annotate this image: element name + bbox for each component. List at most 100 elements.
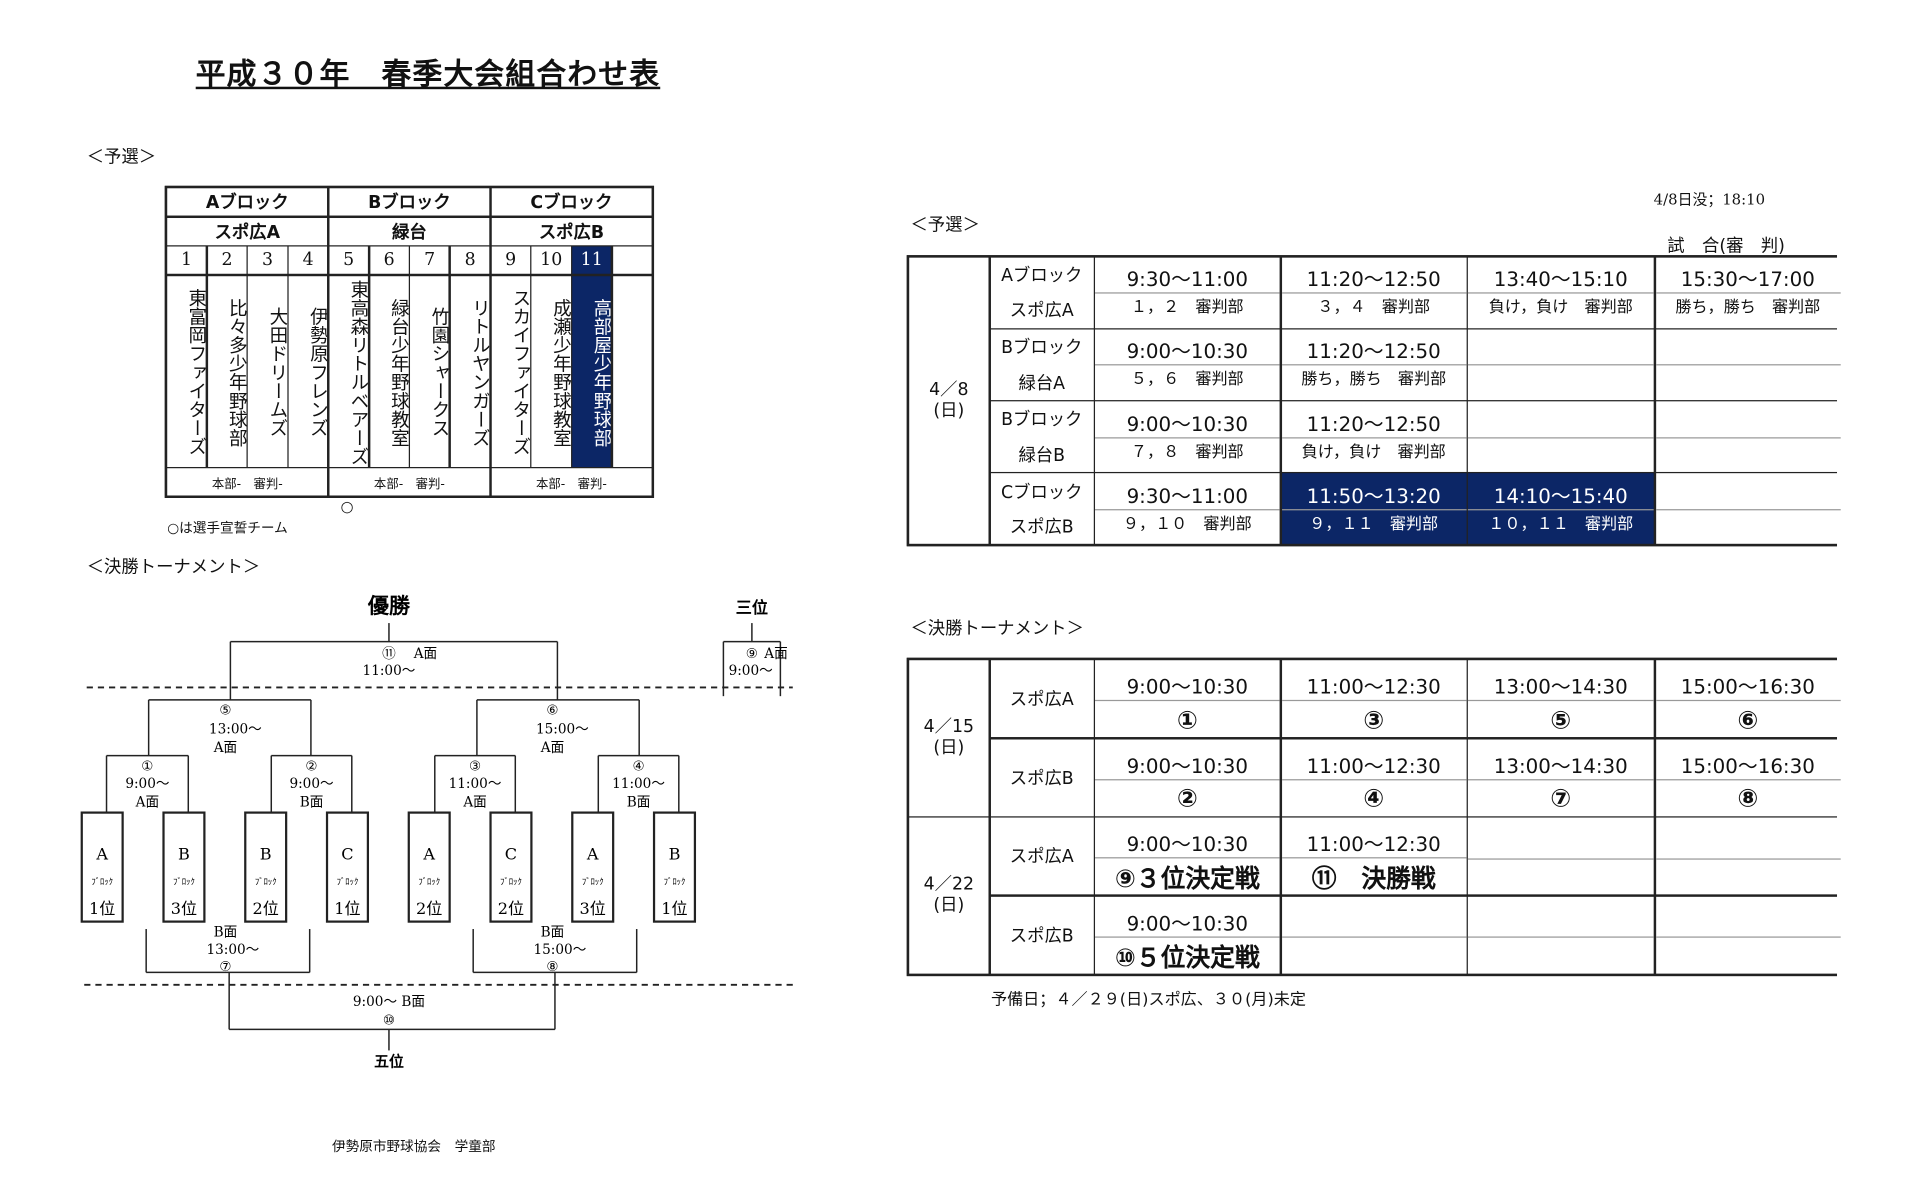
match-10-time: 9:00～ B面 [353,994,425,1010]
seed-block: B [260,845,272,864]
slot-match: ５，６ 審判部 [1130,370,1244,390]
slot-time: 15:00～16:30 [1655,739,1841,781]
slot-match: 負け，負け 審判部 [1488,298,1633,318]
m2-court: B面 [300,794,324,810]
schedule-slot [1655,817,1841,895]
slot-time: 9:00～10:30 [1095,402,1280,438]
team-name: スカイファイターズ [491,275,531,467]
slot-match: ③ [1363,704,1385,735]
match-date: 4／22(日) [909,817,989,974]
slot-match: ⑤ [1550,704,1572,735]
third-place-label: 三位 [736,598,768,617]
match-11-court: A面 [413,646,437,662]
day-text: (日) [933,738,965,758]
venue-name: 緑台B [1018,445,1066,466]
reserve-day-note: 予備日；４／２９(日)スポ広、３０(月)未定 [990,990,1306,1010]
slot-time [1655,474,1841,510]
schedule-slot [1281,896,1467,974]
team-name: 大田ドリームズ [248,275,287,467]
block-cell: Aブロックスポ広A [990,257,1094,328]
m5-time: 13:00～ [209,721,262,737]
slot-time [1467,402,1654,438]
slot-match: ⑨３位決定戦 [1114,863,1260,894]
champion-label: 優勝 [367,593,411,618]
m6-time: 15:00～ [536,721,589,737]
slot-time [1281,897,1467,938]
slot-match: ３，４ 審判部 [1317,298,1431,318]
slot-match: 勝ち，勝ち 審判部 [1675,298,1821,318]
block-footer: 本部- 審判- [167,468,328,496]
block-venue: スポ広A [167,217,328,245]
m3-number: ③ [469,758,481,774]
m1-number: ① [141,758,153,774]
block-name: Aブロック [1001,266,1083,287]
schedule-slot [1655,473,1841,544]
slot-match: ① [1176,704,1198,735]
m6-number: ⑥ [546,703,558,719]
seed-block-suffix: ﾌﾞﾛｯｸ [664,875,686,887]
date-text: 4／15 [923,717,975,738]
slot-match: ④ [1363,783,1385,814]
date-text: 4／8 [929,379,969,400]
team-number [612,246,652,274]
seed-box [407,811,451,923]
sunset-note: 4/8日没；18:10 [1653,190,1766,209]
venue-name: スポ広A [990,817,1094,895]
venue-name: スポ広B [990,896,1094,974]
slot-match [1468,366,1654,400]
venue-name: 緑台A [1018,373,1066,394]
block-name: Bブロック [1001,410,1083,431]
seed-block: A [95,845,108,864]
block-header: Bブロック [329,188,490,216]
slot-match [1468,438,1654,472]
seed-rank: 1位 [89,899,115,918]
slot-match: １０，１１ 審判部 [1488,514,1634,534]
seed-box [162,811,206,923]
seed-block: A [422,845,435,864]
seed-block-suffix: ﾌﾞﾛｯｸ [91,875,113,887]
venue-name: スポ広B [1009,517,1074,538]
team-name: 緑台少年野球教室 [369,275,409,467]
slot-time: 11:00～12:30 [1281,660,1467,702]
m7-time: 13:00～ [206,942,259,958]
slot-time: 9:00～10:30 [1095,330,1280,366]
slot-time [1467,897,1654,938]
block-footer: 本部- 審判- [329,468,490,496]
m2-time: 9:00～ [289,776,334,792]
team-number: 7 [410,246,449,274]
day-text: (日) [933,895,965,916]
slot-time [1655,402,1841,438]
team-name: 竹園シャークス [410,275,449,467]
slot-time [1655,818,1841,860]
m4-court: B面 [627,794,651,810]
m5-number: ⑤ [219,703,231,719]
schedule-slot [1655,329,1841,400]
day-text: (日) [933,400,965,421]
team-number: 10 [531,246,571,274]
fifth-place-label: 五位 [374,1053,404,1071]
block-header: Aブロック [167,188,328,216]
oath-note: ○は選手宣誓チーム [167,520,288,537]
final-schedule-label: ＜決勝トーナメント＞ [910,619,1084,640]
m7-court: B面 [214,924,238,940]
m4-time: 11:00～ [612,776,665,792]
block-name: Cブロック [1001,482,1083,503]
slot-time [1467,818,1654,860]
seed-block-suffix: ﾌﾞﾛｯｸ [500,875,522,887]
slot-match: １，２ 審判部 [1130,298,1244,318]
seed-box [325,811,370,923]
team-number: 5 [329,246,368,274]
seed-block: B [669,845,681,864]
